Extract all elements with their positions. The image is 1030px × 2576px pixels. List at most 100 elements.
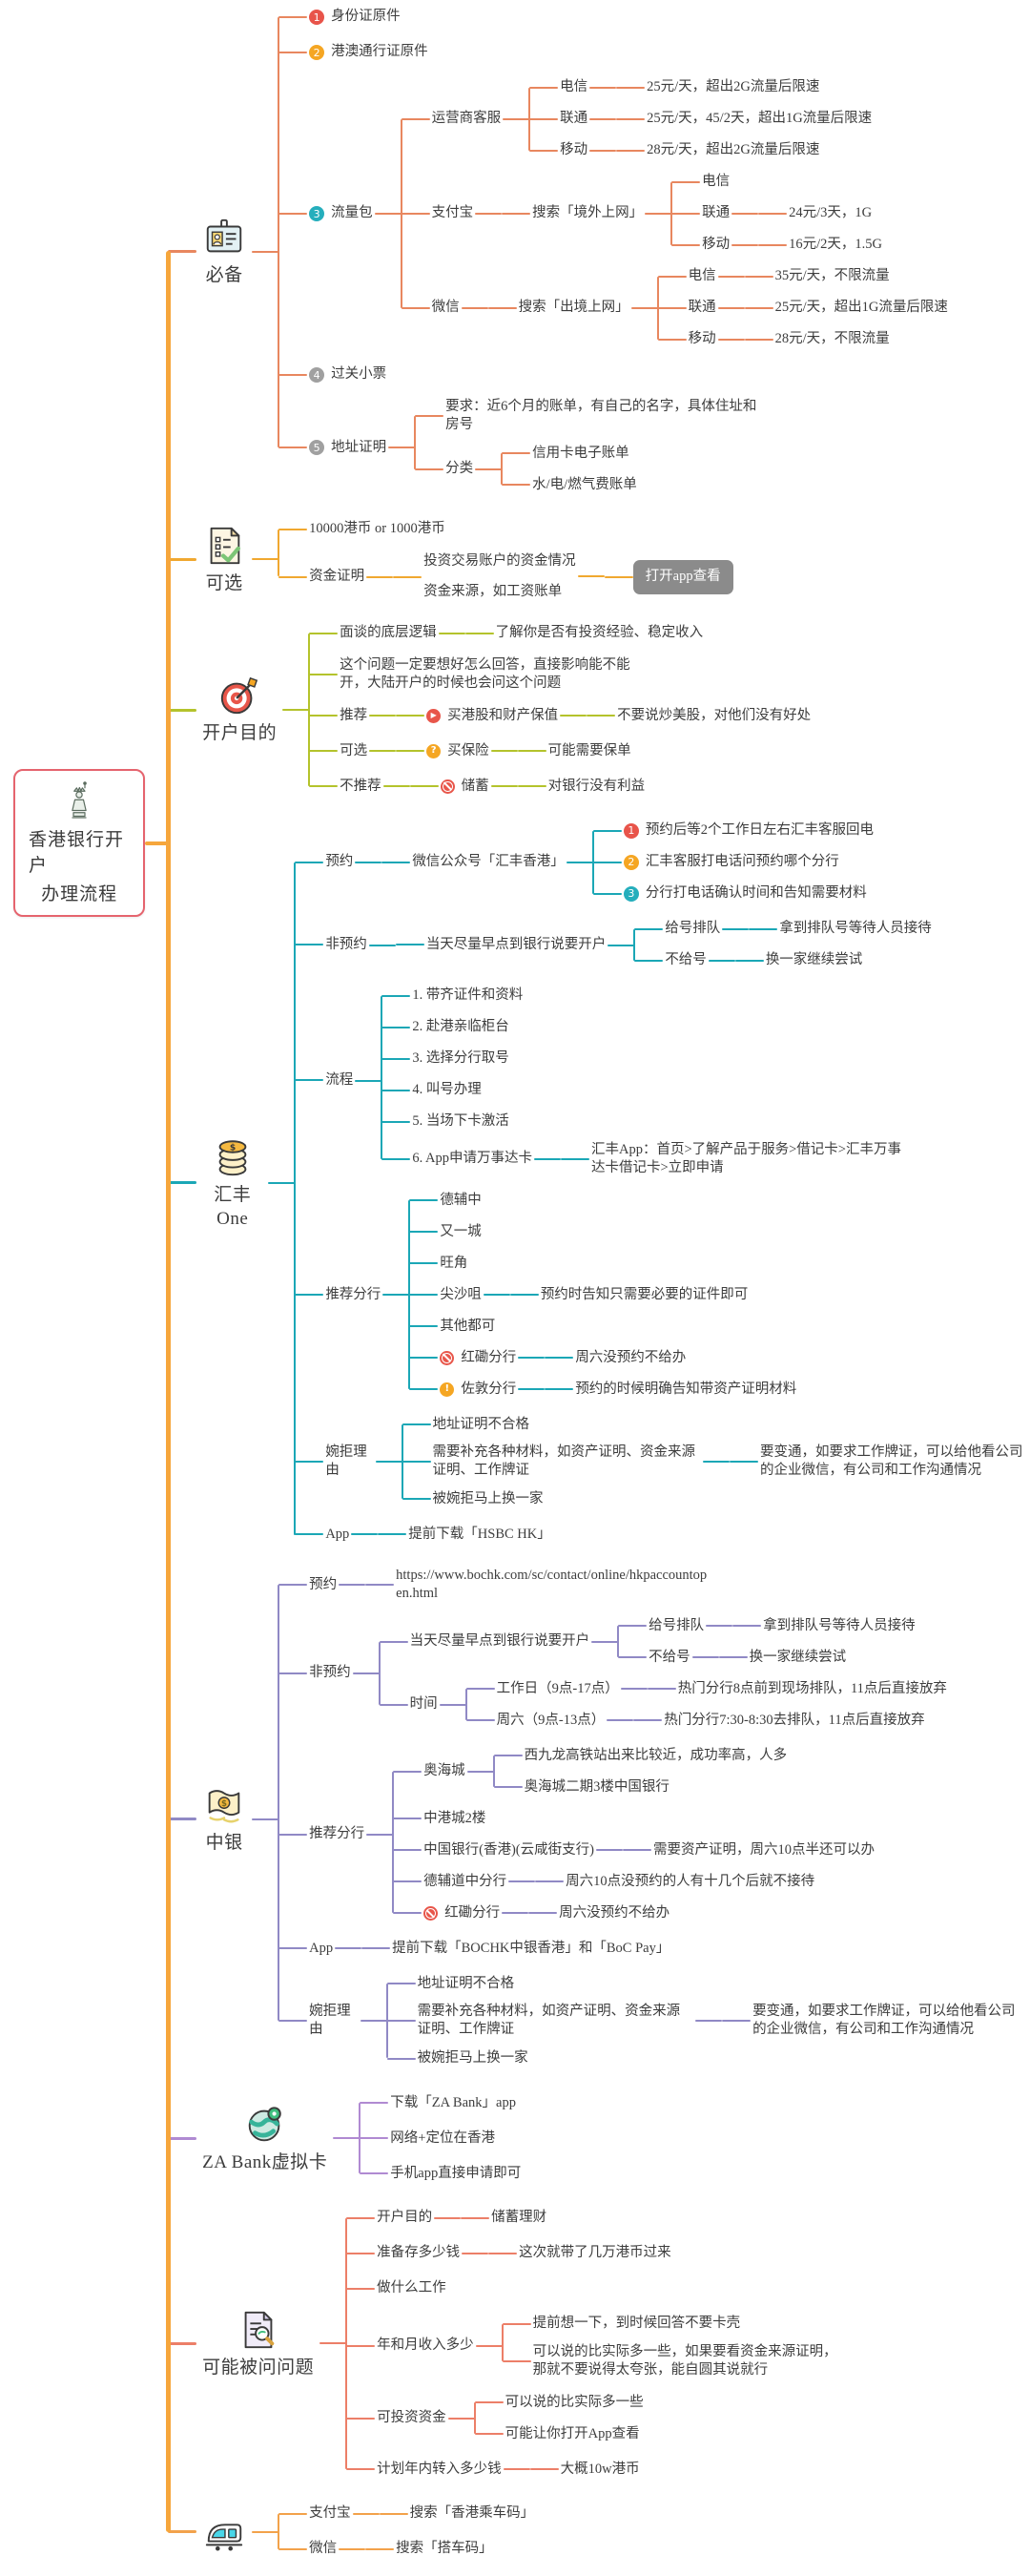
node-label: 德辅道中分行	[423, 1873, 507, 1889]
map-node: 储蓄理财	[489, 2205, 548, 2232]
map-node: 预约时告知只需要必要的证件即可	[539, 1281, 751, 1308]
node-label: 资金证明	[309, 569, 365, 585]
map-node: 了解你是否有投资经验、稳定收入	[494, 620, 706, 647]
central-topic: 香港银行开户办理流程	[13, 769, 146, 917]
map-node: 搜索「境外上网」	[530, 200, 645, 227]
connector-spine	[392, 1771, 395, 1914]
node-label: 开户目的	[377, 2210, 433, 2226]
checklist-icon	[202, 524, 246, 568]
node-label: 身份证原件	[331, 9, 401, 25]
node-label: 婉拒理由	[325, 1444, 367, 1479]
map-node: 可选	[338, 737, 369, 764]
number-badge: 2	[623, 854, 639, 870]
node-label: 婉拒理由	[309, 2004, 351, 2038]
map-node: 面谈的底层逻辑	[338, 620, 439, 647]
node-label: 移动	[702, 237, 731, 253]
node-label: 手机app直接申请即可	[390, 2165, 522, 2181]
connector-spine	[165, 251, 171, 2532]
connector-stub	[382, 1294, 410, 1297]
connector-spine	[400, 119, 402, 308]
connector-spine	[401, 1424, 403, 1500]
node-label: 非预约	[309, 1665, 351, 1681]
node-label: 不给号	[665, 952, 707, 968]
connector-stub	[374, 213, 402, 215]
connector-stub	[252, 2530, 279, 2533]
connector-stub	[252, 1818, 279, 1820]
node-label: 年和月收入多少	[377, 2337, 474, 2354]
node-label: 需要补充各种材料，如资产证明、资金来源证明、工作牌证	[417, 2004, 681, 2038]
connector-stub	[560, 715, 587, 717]
connector-spine	[591, 830, 594, 894]
open-app-check-button[interactable]: 打开app查看	[632, 559, 733, 594]
map-node: 6. App申请万事达卡	[410, 1146, 534, 1173]
node-label: 不要说炒美股，对他们没有好处	[617, 707, 812, 723]
node-label: 需要补充各种材料，如资产证明、资金来源证明、工作牌证	[432, 1444, 696, 1479]
node-label: 支付宝	[431, 205, 474, 221]
connector-spine	[278, 2513, 280, 2549]
connector-stub	[366, 575, 394, 578]
map-node: 推荐分行	[307, 1821, 366, 1848]
node-label: 换一家继续尝试	[749, 1649, 847, 1665]
connector-stub	[475, 2344, 503, 2347]
map-node: 要变通，如要求工作牌证，可以给他看公司的企业微信，有公司和工作沟通情况	[758, 1443, 1030, 1481]
connector-stub	[355, 861, 382, 863]
node-label: 拿到排队号等待人员接待	[763, 1617, 916, 1633]
node-label: 5. 当场下卡激活	[412, 1113, 509, 1130]
connector-stub	[731, 244, 759, 246]
connector-spine	[294, 862, 297, 1535]
node-label: 可能被问问题	[202, 2358, 315, 2379]
map-node: 下载「ZA Bank」app	[388, 2089, 518, 2116]
node-label: 下载「ZA Bank」app	[390, 2094, 516, 2110]
map-node: ?买保险	[424, 737, 491, 764]
map-node: 旺角	[438, 1250, 469, 1277]
section-purpose: 开户目的	[196, 672, 282, 747]
node-label: 周六（9点-13点）	[496, 1712, 606, 1728]
connector-stub	[566, 861, 593, 863]
connector-stub	[462, 2252, 489, 2254]
node-label: 港澳通行证原件	[331, 44, 428, 60]
map-node: 35元/天，不限流量	[773, 263, 892, 290]
map-node: 联通	[700, 200, 731, 227]
connector-stub	[490, 750, 518, 753]
connector-stub	[691, 1656, 719, 1659]
map-node: 推荐分行	[323, 1281, 382, 1308]
node-label: 这次就带了几万港币过来	[519, 2245, 671, 2261]
map-node: 德辅中	[438, 1187, 484, 1214]
map-node: 周六没预约不给办	[557, 1900, 671, 1926]
node-label: 佐敦分行	[461, 1381, 517, 1397]
map-node: 搜索「出境上网」	[517, 295, 631, 322]
number-badge: 4	[309, 367, 325, 383]
node-label: 搜索「境外上网」	[532, 205, 644, 221]
map-node: 微信	[307, 2536, 339, 2563]
node-label: 中国银行(香港)(云咸街支行)	[423, 1841, 594, 1858]
map-node: 给号排队	[647, 1612, 706, 1639]
connector-stub	[589, 118, 617, 120]
map-node: 这个问题一定要想好怎么回答，直接影响能不能开，大陆开户的时候也会问这个问题	[338, 655, 656, 694]
node-label: 分行打电话确认时间和告知需要材料	[645, 885, 867, 902]
map-node: 移动	[700, 232, 731, 259]
globe-icon	[243, 2103, 287, 2147]
number-badge: 1	[309, 10, 325, 25]
connector-stub	[620, 1688, 648, 1691]
map-node: 提前下载「HSBC HK」	[406, 1521, 552, 1548]
map-node: 换一家继续尝试	[764, 947, 865, 974]
node-label: 可选	[205, 572, 243, 593]
connector-stub	[595, 1849, 623, 1852]
map-node: 1. 带齐证件和资料	[410, 983, 525, 1009]
node-label: 当天尽量早点到银行说要开户	[409, 1633, 590, 1650]
connector-stub	[607, 1719, 634, 1722]
map-node: 可以说的比实际多一些，如果要看资金来源证明，那就不要说得太夸张，能自圆其说就行	[531, 2342, 850, 2380]
map-node: 德辅道中分行	[422, 1868, 508, 1895]
node-label: 必备	[205, 264, 243, 285]
connector-spine	[492, 1755, 495, 1788]
map-node: 地址证明不合格	[431, 1411, 532, 1438]
map-node: 周六（9点-13点）	[495, 1707, 608, 1734]
map-node: 可能让你打开App查看	[504, 2420, 642, 2447]
map-node: 28元/天，不限流量	[773, 326, 892, 353]
node-label: 准备存多少钱	[377, 2245, 461, 2261]
number-badge: 2	[309, 45, 325, 60]
connector-stub	[369, 750, 397, 753]
map-node: 2. 赴港亲临柜台	[410, 1014, 511, 1041]
connector-stub	[708, 959, 735, 962]
node-label: 提前下载「HSBC HK」	[408, 1526, 551, 1542]
